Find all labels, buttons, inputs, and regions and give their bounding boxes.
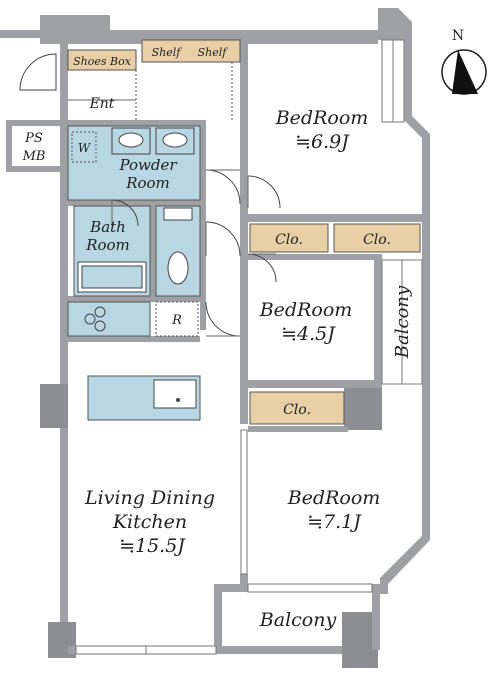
shoes-box-label: Shoes Box (73, 55, 132, 68)
bedroom-1-size: ≒6.9J (295, 131, 350, 153)
inner-walls (6, 44, 422, 584)
shelf-label-2: Shelf (198, 46, 229, 59)
compass-north-label: N (452, 28, 464, 44)
balcony-east-label: Balcony (392, 285, 413, 359)
closet-3 (249, 391, 345, 425)
refrigerator-label: R (171, 313, 182, 328)
ps-label: PS (24, 131, 43, 146)
ldk-label-2: Kitchen (112, 511, 187, 533)
windows (75, 39, 423, 655)
powder-room-label-1: Powder (118, 156, 177, 174)
shoes-box (67, 49, 137, 71)
bedroom-3-size: ≒7.1J (307, 511, 362, 533)
door-swings (19, 53, 281, 337)
bath-room-label-1: Bath (89, 218, 126, 236)
entrance-label: Ent (89, 96, 115, 112)
bedroom-3-name: BedRoom (287, 487, 381, 509)
mb-label: MB (22, 149, 46, 164)
bedroom-2-size: ≒4.5J (281, 323, 336, 345)
ldk-size-label: ≒15.5J (119, 535, 186, 557)
bedroom-1-name: BedRoom (275, 107, 369, 129)
bath-room-label-2: Room (85, 236, 130, 254)
closet-2-label: Clo. (363, 232, 391, 248)
closet-2 (333, 223, 421, 253)
closet-3-label: Clo. (283, 402, 311, 418)
fixtures (71, 127, 199, 409)
closet-1 (249, 223, 329, 253)
shelf-label-1: Shelf (152, 46, 183, 59)
north-compass-icon: N (441, 28, 487, 95)
balcony-south-label: Balcony (259, 609, 337, 631)
powder-room-label-2: Room (125, 174, 170, 192)
closet-1-label: Clo. (275, 232, 303, 248)
bedroom-2-name: BedRoom (259, 299, 353, 321)
ldk-label-1: Living Dining (84, 487, 215, 509)
kitchen-stove-counter (67, 301, 151, 337)
shelf-area (141, 39, 241, 63)
washer-label: W (78, 141, 92, 155)
